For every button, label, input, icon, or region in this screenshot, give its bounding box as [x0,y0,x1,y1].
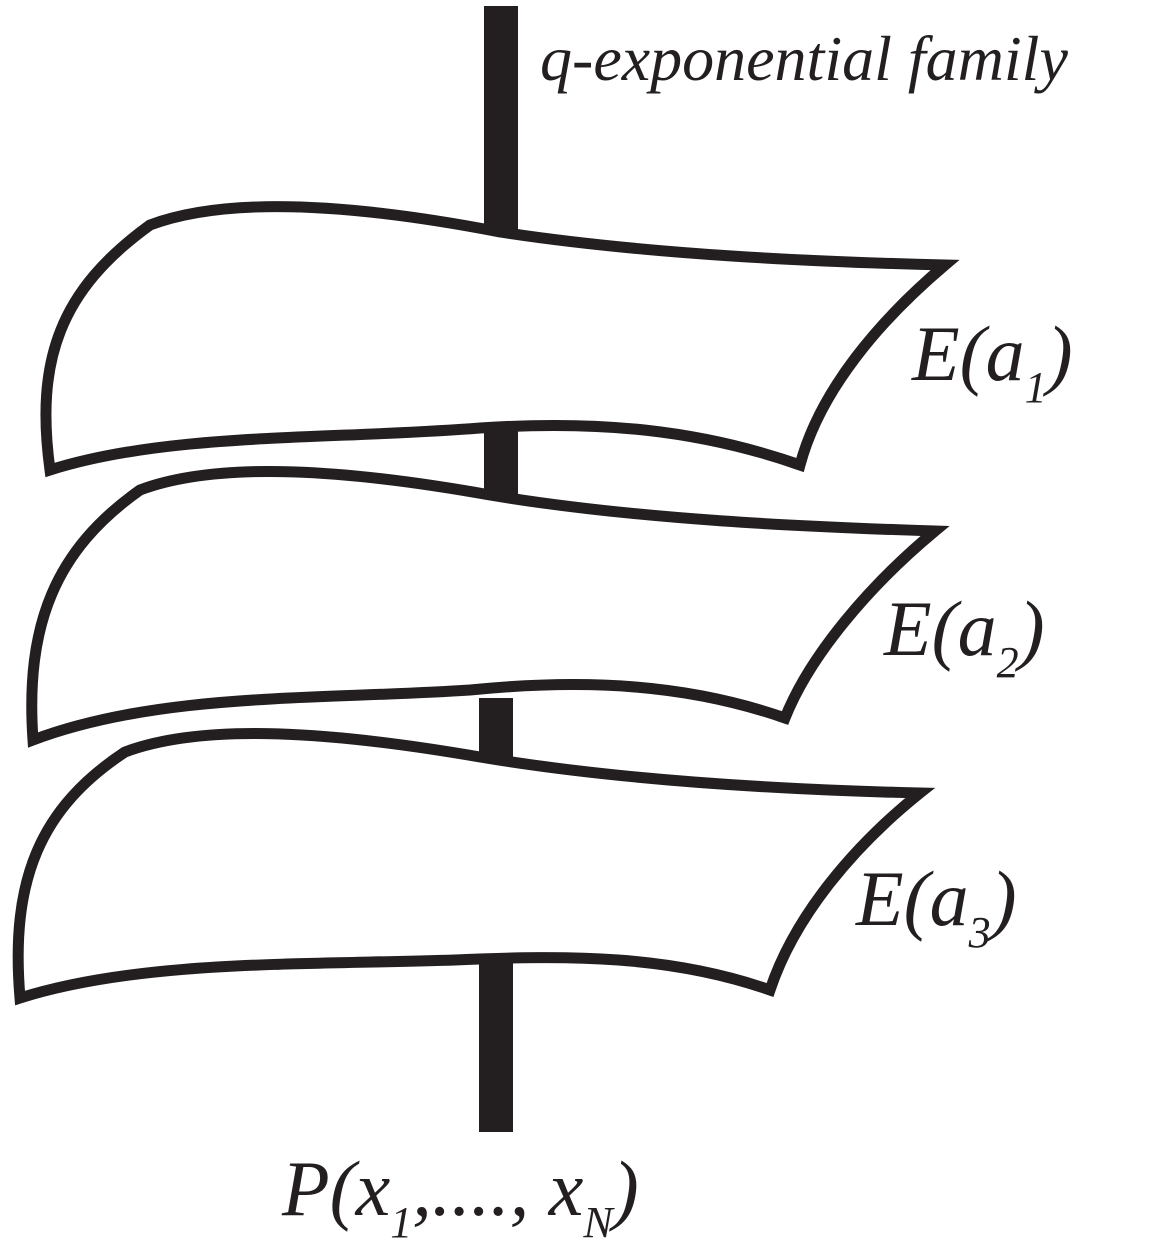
sheet-label-a2-main: E(a [883,585,997,672]
base-label-sub1: 1 [390,1198,412,1243]
fiber-segment-bottom [479,962,513,1132]
base-label-middle: ,...., x [412,1145,584,1232]
sheet-label-a3: E(a3) [855,855,1017,957]
sheet-label-a1-sub: 1 [1025,363,1047,412]
base-label-close: ) [609,1145,639,1232]
sheet-e-a2 [26,466,950,748]
base-space-label: P(x1,...., xN) [281,1145,639,1243]
sheet-label-a1-main: E(a [911,310,1025,397]
sheet-label-a2-sub: 2 [997,638,1019,687]
sheet-label-a2-close: ) [1015,585,1045,672]
base-label-sub2: N [582,1198,615,1243]
q-exponential-family-label: q-exponential family [540,23,1068,94]
sheet-e-a3 [12,728,936,1006]
sheet-label-a3-main: E(a [855,855,969,942]
sheet-label-a1: E(a1) [911,310,1073,412]
sheet-label-a1-close: ) [1043,310,1073,397]
sheet-label-a2: E(a2) [883,585,1045,687]
sheet-label-a3-sub: 3 [968,908,991,957]
base-label-prefix: P(x [281,1145,391,1232]
sheet-e-a1 [40,201,960,478]
sheet-label-a3-close: ) [987,855,1017,942]
